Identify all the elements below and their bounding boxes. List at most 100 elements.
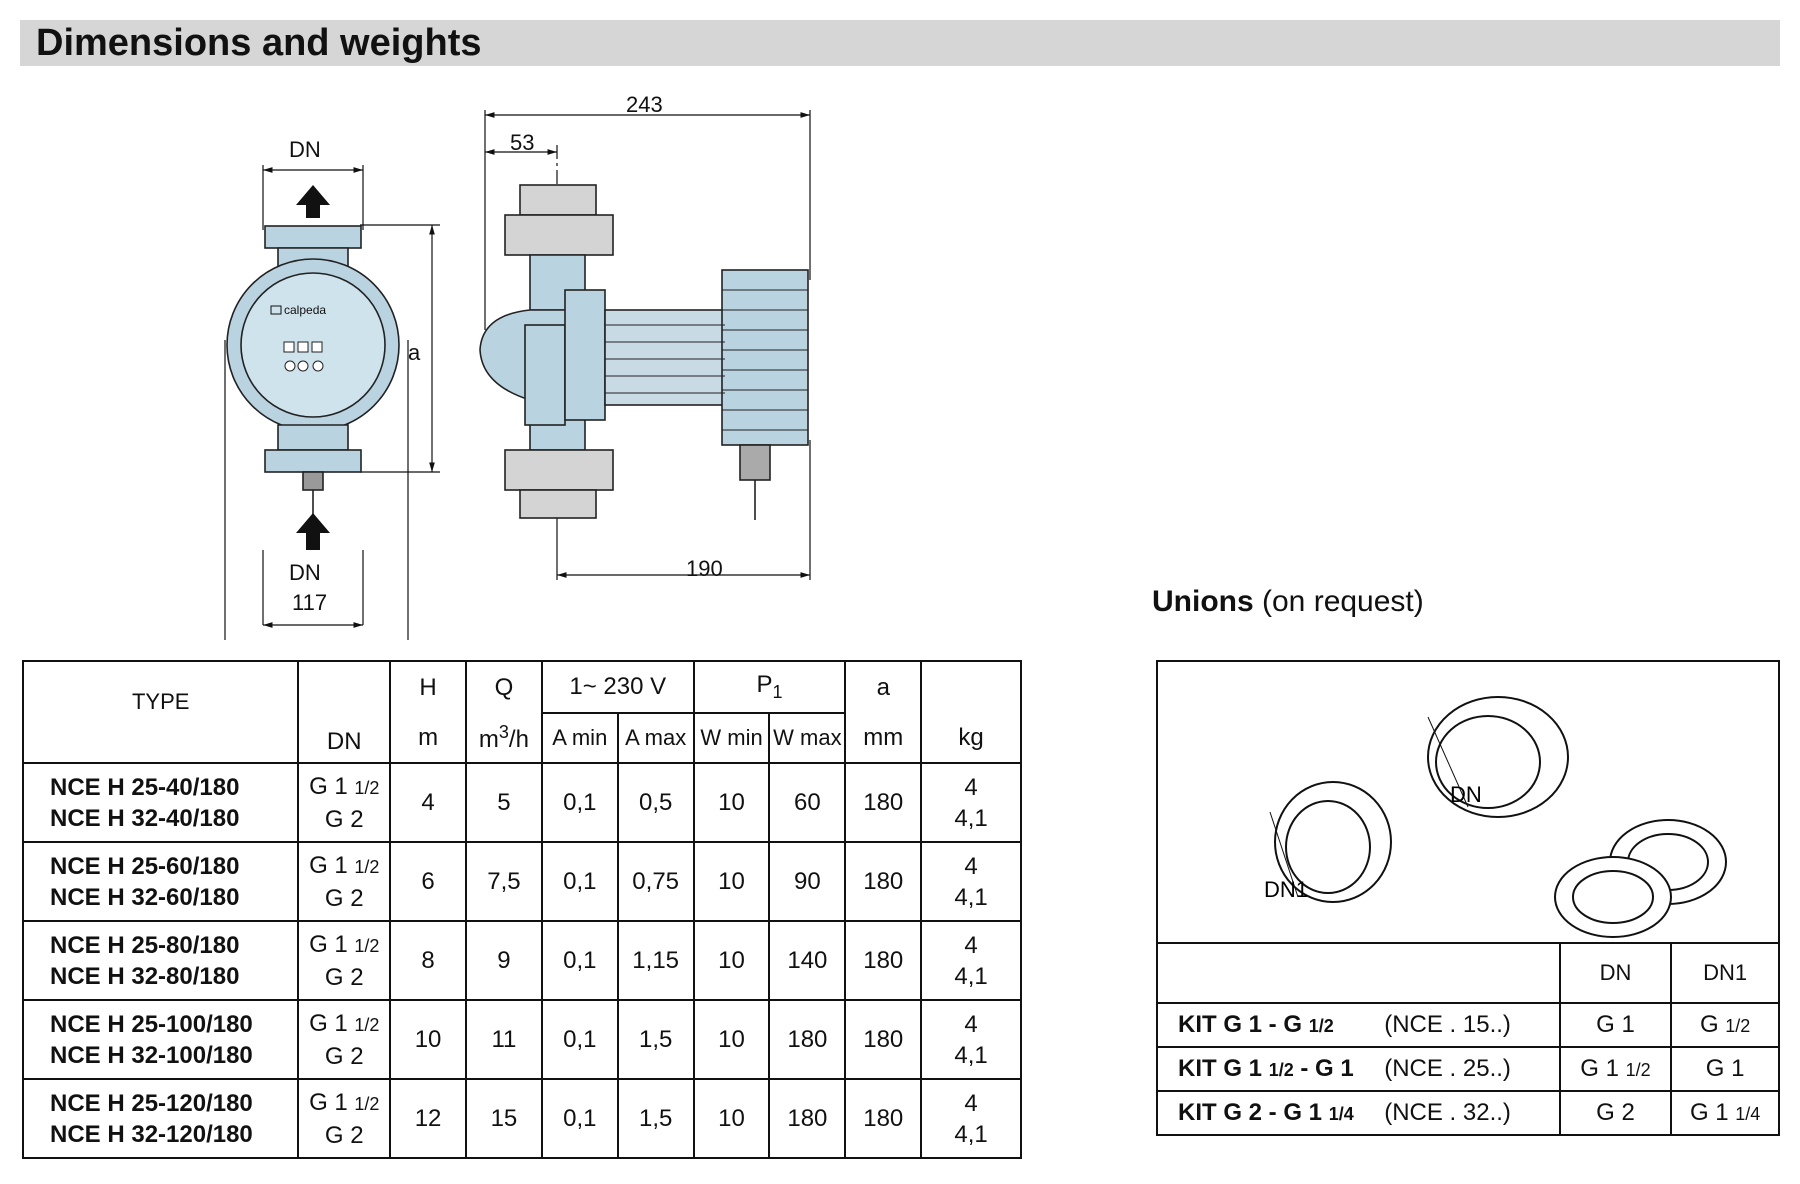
union-row: KIT G 1 - G 1/2(NCE . 15..)G 1 G 1/2 — [1155, 1002, 1780, 1048]
union-row: KIT G 2 - G 1 1/4(NCE . 32..)G 2 G 1 1/4 — [1155, 1090, 1780, 1136]
header-p1: P1 — [692, 660, 847, 713]
dim-53: 53 — [510, 130, 535, 155]
header-kg-blank — [920, 660, 1022, 713]
model-cell: (NCE . 25..) — [1384, 1046, 1561, 1092]
a-cell: 180 — [844, 1078, 923, 1159]
kit-cell: KIT G 1 1/2 - G 1 — [1155, 1046, 1385, 1092]
dim-190: 190 — [686, 556, 723, 581]
model-cell: (NCE . 15..) — [1384, 1002, 1561, 1048]
dim-117: 117 — [292, 590, 328, 615]
a-cell: 180 — [844, 841, 923, 922]
q-cell: 5 — [464, 762, 543, 843]
header-dn: DN — [297, 660, 392, 764]
unions-col-dn1: DN1 — [1670, 942, 1780, 1004]
amin-cell: 0,1 — [540, 999, 619, 1080]
h-cell: 12 — [389, 1078, 467, 1159]
unions-label-dn: DN — [1450, 782, 1482, 807]
model-cell: (NCE . 32..) — [1384, 1090, 1561, 1136]
dim-dn-bottom: DN — [289, 560, 321, 585]
union-dn1-cell: G 1 1/4 — [1670, 1090, 1780, 1136]
unions-title: Unions (on request) — [1152, 585, 1424, 618]
wmin-cell: 10 — [692, 999, 771, 1080]
amax-cell: 1,5 — [616, 1078, 695, 1159]
unit-m: m — [389, 713, 467, 764]
header-a: a — [844, 660, 923, 713]
unions-label-dn1: DN1 — [1264, 877, 1308, 902]
amin-cell: 0,1 — [540, 1078, 619, 1159]
dim-dn-top: DN — [289, 137, 321, 162]
unit-wmin: W min — [692, 712, 771, 764]
unit-wmax: W max — [768, 712, 847, 764]
unions-col-dn: DN — [1558, 942, 1673, 1004]
a-cell: 180 — [844, 920, 923, 1001]
amin-cell: 0,1 — [540, 762, 619, 843]
wmin-cell: 10 — [692, 841, 771, 922]
union-dn1-cell: G 1 — [1670, 1046, 1780, 1092]
header-bar: Dimensions and weights — [20, 20, 1780, 66]
wmax-cell: 180 — [768, 999, 847, 1080]
brand-label: calpeda — [284, 303, 326, 317]
pump-drawing: calpeda — [224, 110, 811, 640]
kit-cell: KIT G 2 - G 1 1/4 — [1155, 1090, 1385, 1136]
h-cell: 6 — [389, 841, 467, 922]
unit-q: m3/h — [464, 713, 543, 764]
amax-cell: 0,75 — [616, 841, 695, 922]
union-dn-cell: G 1 1/2 — [1558, 1046, 1673, 1092]
unions-illustration: DN DN1 — [1264, 696, 1727, 938]
h-cell: 4 — [389, 762, 467, 843]
unit-mm: mm — [844, 713, 923, 764]
amin-cell: 0,1 — [540, 841, 619, 922]
wmax-cell: 60 — [768, 762, 847, 843]
union-dn-cell: G 1 — [1558, 1002, 1673, 1048]
dim-a: a — [408, 340, 421, 365]
wmin-cell: 10 — [692, 1078, 771, 1159]
amax-cell: 1,15 — [616, 920, 695, 1001]
page-title: Dimensions and weights — [36, 22, 482, 64]
q-cell: 9 — [464, 920, 543, 1001]
unit-amax: A max — [616, 712, 695, 764]
wmax-cell: 180 — [768, 1078, 847, 1159]
a-cell: 180 — [844, 999, 923, 1080]
a-cell: 180 — [844, 762, 923, 843]
kit-cell: KIT G 1 - G 1/2 — [1155, 1002, 1385, 1048]
union-dn1-cell: G 1/2 — [1670, 1002, 1780, 1048]
h-cell: 8 — [389, 920, 467, 1001]
wmin-cell: 10 — [692, 920, 771, 1001]
header-voltage: 1~ 230 V — [540, 660, 695, 713]
union-dn-cell: G 2 — [1558, 1090, 1673, 1136]
h-cell: 10 — [389, 999, 467, 1080]
amax-cell: 0,5 — [616, 762, 695, 843]
header-q: Q — [464, 660, 543, 713]
unit-amin: A min — [540, 712, 619, 764]
dim-243: 243 — [626, 92, 663, 117]
q-cell: 11 — [464, 999, 543, 1080]
unit-kg: kg — [920, 713, 1022, 764]
wmin-cell: 10 — [692, 762, 771, 843]
unions-illustration-box: DN DN1 — [1156, 660, 1780, 942]
amin-cell: 0,1 — [540, 920, 619, 1001]
wmax-cell: 90 — [768, 841, 847, 922]
unions-table: DN DN1 KIT G 1 - G 1/2(NCE . 15..)G 1 G … — [1155, 942, 1780, 1136]
amax-cell: 1,5 — [616, 999, 695, 1080]
